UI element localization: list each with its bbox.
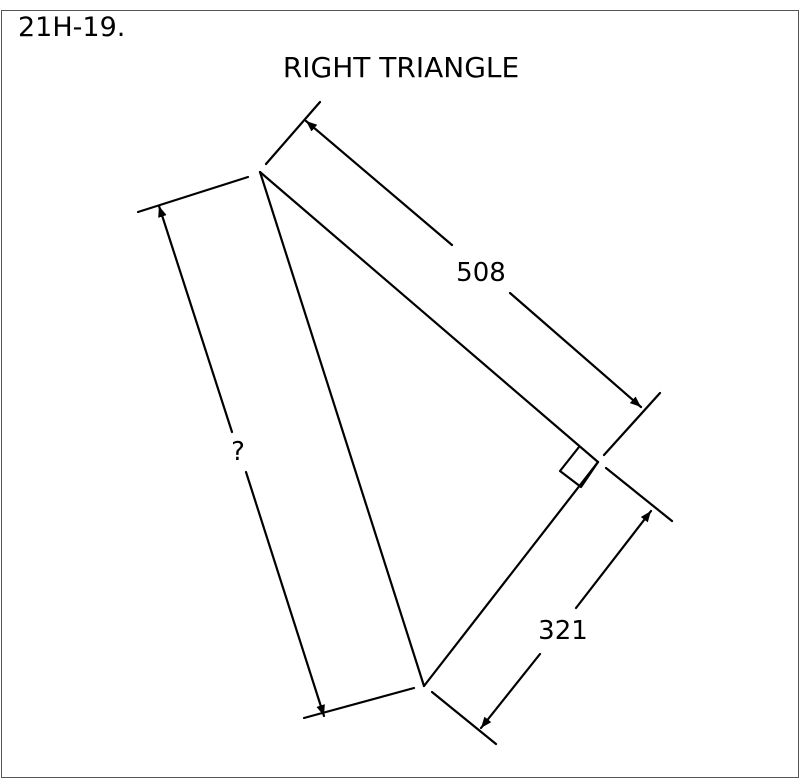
extension-line-unknown-start bbox=[136, 175, 250, 214]
figure-title: RIGHT TRIANGLE bbox=[282, 51, 520, 84]
extension-line-508-start bbox=[264, 100, 322, 166]
dimension-line-321-b bbox=[479, 652, 542, 730]
extension-line-321-end bbox=[430, 690, 498, 746]
triangle-side-left bbox=[258, 170, 426, 688]
figure-frame bbox=[1, 10, 799, 778]
problem-number: 21H-19. bbox=[18, 12, 126, 43]
dimension-line-321-a bbox=[574, 509, 653, 610]
extension-line-321-start bbox=[604, 466, 674, 523]
right-angle-marker bbox=[558, 445, 600, 489]
extension-line-508-end bbox=[602, 391, 662, 457]
hypotenuse-label: 508 bbox=[456, 258, 506, 288]
dimension-line-508-b bbox=[508, 291, 643, 409]
leg-label: 321 bbox=[538, 616, 588, 646]
unknown-side-label: ? bbox=[231, 437, 245, 467]
dimension-line-508-a bbox=[304, 119, 454, 247]
dimension-line-unknown-a bbox=[157, 204, 234, 434]
triangle-side-top bbox=[258, 170, 600, 464]
dimension-line-unknown-b bbox=[244, 470, 326, 718]
triangle-side-right bbox=[422, 460, 600, 688]
